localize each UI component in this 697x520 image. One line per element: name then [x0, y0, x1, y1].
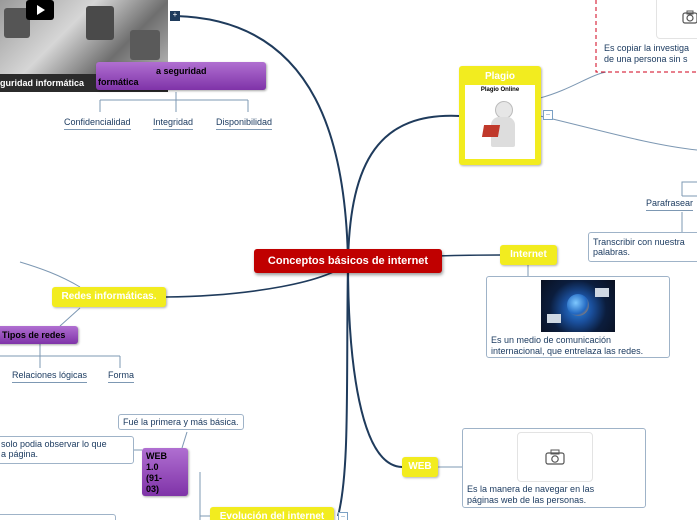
- camera-icon: [682, 10, 697, 24]
- internet-node[interactable]: Internet: [500, 245, 557, 265]
- security-item-disponibilidad[interactable]: Disponibilidad: [216, 117, 273, 130]
- primera-text: Fué la primera y más básica.: [123, 417, 239, 427]
- plagio-definition-line1: Es copiar la investiga: [604, 43, 690, 53]
- observar-line1: solo podia observar lo que: [1, 439, 107, 449]
- primera-box[interactable]: Fué la primera y más básica.: [118, 414, 244, 430]
- web-description-line1: Es la manera de navegar en las: [467, 484, 595, 494]
- security-item-integridad[interactable]: Integridad: [153, 117, 194, 130]
- web10-line2: 1.0: [146, 462, 159, 472]
- security-heading[interactable]: a seguridad formática: [96, 62, 266, 90]
- laptop-shape: [481, 125, 501, 137]
- collapse-icon[interactable]: +: [170, 11, 180, 21]
- security-heading-line1: a seguridad: [156, 66, 207, 76]
- video-caption: guridad informática: [0, 78, 85, 88]
- web-image-placeholder: [517, 432, 593, 482]
- server-shape-3: [130, 30, 160, 60]
- tipos-de-redes-node[interactable]: Tipos de redes: [0, 326, 78, 344]
- collapse-icon[interactable]: −: [543, 110, 553, 120]
- web10-line3: (91-: [146, 473, 163, 483]
- redes-item-forma[interactable]: Forma: [108, 370, 135, 383]
- web-node[interactable]: WEB: [402, 457, 438, 477]
- plagio-image-caption: Plagio Online: [480, 87, 520, 93]
- web10-line4: 03): [146, 484, 160, 494]
- camera-icon: [545, 449, 565, 465]
- central-topic[interactable]: Conceptos básicos de internet: [254, 249, 442, 273]
- plagio-node[interactable]: Plagio Plagio Online: [459, 66, 541, 165]
- play-icon[interactable]: [26, 0, 54, 20]
- link-plagio: [347, 114, 461, 263]
- internet-description-line1: Es un medio de comunicación: [491, 335, 612, 345]
- globe-image: [541, 280, 615, 332]
- web-box[interactable]: Es la manera de navegar en las páginas w…: [462, 428, 646, 508]
- link-evolucion: [337, 261, 349, 517]
- partial-box-bottom: [0, 514, 116, 520]
- observar-box[interactable]: solo podia observar lo que a página.: [0, 436, 134, 464]
- security-heading-line2: formática: [98, 77, 139, 87]
- plagio-definition-image: [656, 0, 697, 39]
- evolucion-node[interactable]: Evolución del internet: [210, 507, 334, 520]
- web10-node[interactable]: WEB 1.0 (91- 03): [142, 448, 188, 496]
- redes-item-relaciones[interactable]: Relaciones lógicas: [12, 370, 88, 383]
- plagio-image: Plagio Online: [465, 85, 535, 159]
- web-description-line2: páginas web de las personas.: [467, 495, 587, 505]
- transcribir-line1: Transcribir con nuestra: [593, 237, 685, 247]
- server-shape-2: [86, 6, 114, 40]
- plagio-title: Plagio: [484, 71, 515, 82]
- security-video-thumbnail[interactable]: guridad informática: [0, 0, 168, 92]
- web10-line1: WEB: [146, 451, 167, 461]
- server-shape-1: [4, 8, 30, 38]
- transcribir-line2: palabras.: [593, 247, 631, 257]
- security-item-confidencialidad[interactable]: Confidencialidad: [64, 117, 131, 130]
- internet-box[interactable]: Es un medio de comunicación internaciona…: [486, 276, 670, 358]
- redes-node[interactable]: Redes informáticas.: [52, 287, 166, 307]
- plagio-definition-box[interactable]: Es copiar la investiga de una persona si…: [600, 0, 697, 70]
- link-web: [347, 261, 403, 468]
- plagio-definition-line2: de una persona sin s: [604, 54, 688, 64]
- parafrasear-label[interactable]: Parafrasear: [646, 198, 694, 211]
- internet-description-line2: internacional, que entrelaza las redes.: [491, 346, 644, 356]
- collapse-icon[interactable]: −: [338, 512, 348, 520]
- observar-line2: a página.: [1, 449, 39, 459]
- transcribir-box[interactable]: Transcribir con nuestra palabras.: [588, 232, 697, 262]
- link-security: [175, 15, 349, 263]
